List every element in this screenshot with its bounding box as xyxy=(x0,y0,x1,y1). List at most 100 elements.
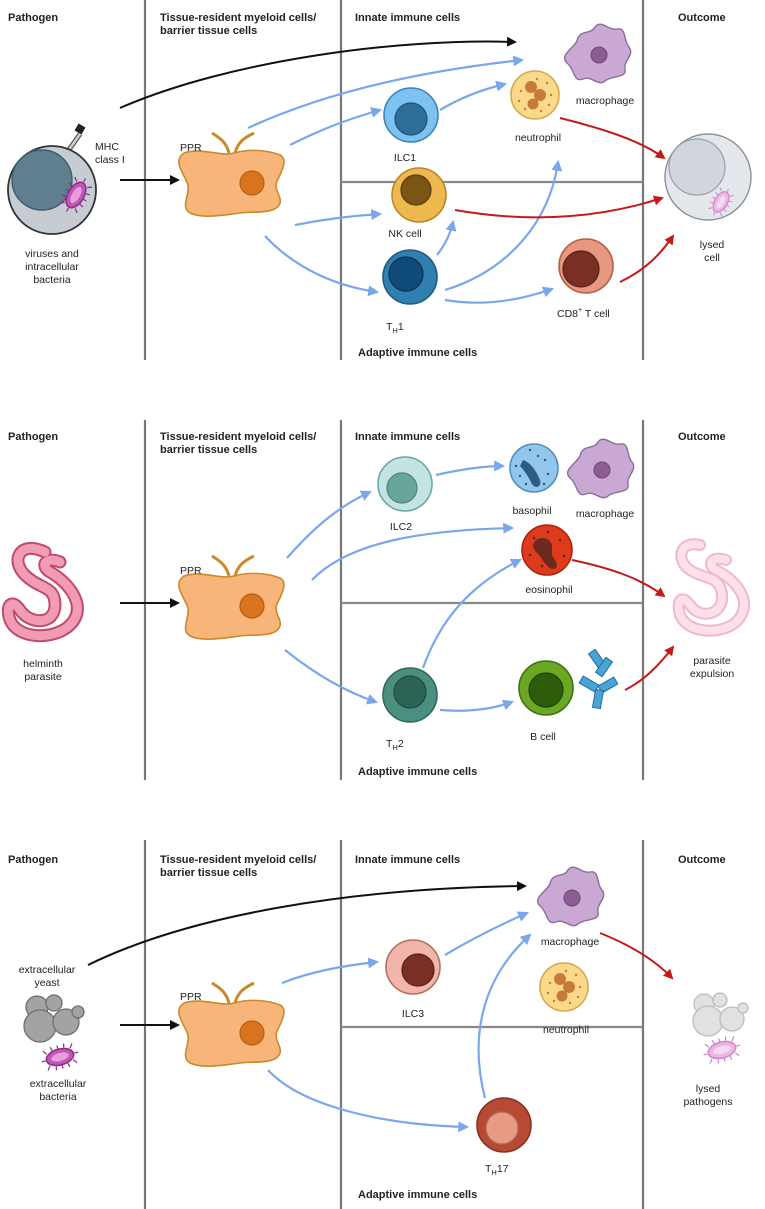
arrow-ilc1-to-neutrophil xyxy=(439,80,508,111)
bacteria-icon xyxy=(37,1039,83,1075)
lysed-cell xyxy=(664,133,752,221)
arrow-tissue-to-macrophage xyxy=(247,55,525,129)
arrow-tissue-to-ilc3 xyxy=(281,957,380,985)
arrow-tissue-to-ilc1 xyxy=(289,107,383,146)
macrophage-cell xyxy=(566,438,635,499)
bacteria-label-line1: extracellular xyxy=(30,1078,87,1090)
header-adaptive: Adaptive immune cells xyxy=(358,347,477,359)
macrophage-cell xyxy=(563,23,632,84)
outcome-label-line1: lysed xyxy=(700,239,725,251)
arrow-pathogen-to-macrophage xyxy=(119,36,517,109)
neutrophil-label: neutrophil xyxy=(515,132,561,144)
th2-label: TH2 xyxy=(386,738,404,752)
arrow-macrophage-to-lysed xyxy=(599,932,674,980)
panel-extracellular: Pathogen Tissue-resident myeloid cells/ … xyxy=(8,840,749,1209)
arrow-antibodies-to-expulsion xyxy=(624,645,675,691)
ppr-label: PPR xyxy=(180,142,202,154)
th17-label: TH17 xyxy=(485,1163,509,1177)
pathogen-label-line3: bacteria xyxy=(33,274,71,286)
ilc1-cell xyxy=(383,87,439,143)
th2-cell xyxy=(382,667,438,723)
header-pathogen: Pathogen xyxy=(8,854,58,866)
yeast-icon xyxy=(23,994,85,1043)
header-innate: Innate immune cells xyxy=(355,431,460,443)
arrow-tissue-to-nk xyxy=(294,209,383,227)
arrow-eosinophil-to-expulsion xyxy=(571,559,666,598)
header-innate: Innate immune cells xyxy=(355,854,460,866)
arrow-th17-to-macrophage xyxy=(477,933,532,1099)
eosinophil-label: eosinophil xyxy=(525,584,572,596)
basophil-cell xyxy=(509,443,559,493)
arrow-neutrophil-to-lysed xyxy=(559,117,666,160)
macrophage-label: macrophage xyxy=(576,95,635,107)
header-pathogen: Pathogen xyxy=(8,12,58,24)
arrow-ilc3-to-macrophage xyxy=(444,911,530,956)
outcome-label-line2: cell xyxy=(704,252,720,264)
cd8-label: CD8+ T cell xyxy=(557,307,610,320)
header-tissue-line1: Tissue-resident myeloid cells/ xyxy=(160,854,316,866)
nk-cell xyxy=(391,167,447,223)
th1-cell xyxy=(382,249,438,305)
nk-label: NK cell xyxy=(388,228,421,240)
arrow-tissue-to-th1 xyxy=(264,235,380,297)
arrow-tissue-to-ilc2 xyxy=(286,490,373,559)
th1-label: TH1 xyxy=(386,321,404,335)
th17-cell xyxy=(476,1097,532,1153)
mhc-label-line1: MHC xyxy=(95,141,119,153)
macrophage-label: macrophage xyxy=(541,936,600,948)
header-tissue-line1: Tissue-resident myeloid cells/ xyxy=(160,431,316,443)
header-outcome: Outcome xyxy=(678,12,726,24)
infected-cell xyxy=(7,123,97,235)
expelled-parasite xyxy=(672,538,751,637)
arrow-ilc2-to-basophil xyxy=(435,460,506,477)
arrow-pathogen-to-macrophage xyxy=(87,881,527,966)
ilc1-label: ILC1 xyxy=(394,152,416,164)
header-tissue-line2: barrier tissue cells xyxy=(160,867,257,879)
arrow-th2-to-eosinophil xyxy=(421,559,522,669)
ilc2-label: ILC2 xyxy=(390,521,412,533)
neutrophil-cell xyxy=(509,69,561,121)
eosinophil-cell xyxy=(521,524,573,576)
arrow-th1-to-neutrophil xyxy=(444,159,563,292)
arrow-tissue-to-eosinophil xyxy=(311,522,515,581)
outcome-label-line2: expulsion xyxy=(690,668,735,680)
header-adaptive: Adaptive immune cells xyxy=(358,1189,477,1201)
panel-helminth: Pathogen Tissue-resident myeloid cells/ … xyxy=(1,420,751,780)
arrow-tissue-to-th2 xyxy=(284,649,379,705)
antibodies-icon xyxy=(578,648,619,710)
macrophage-label: macrophage xyxy=(576,508,635,520)
header-tissue-line2: barrier tissue cells xyxy=(160,444,257,456)
arrow-cd8-to-lysed xyxy=(619,234,675,283)
ilc3-label: ILC3 xyxy=(402,1008,424,1020)
ilc3-cell xyxy=(385,939,441,995)
ppr-label: PPR xyxy=(180,565,202,577)
mhc-label-line2: class I xyxy=(95,154,125,166)
cd8-t-cell xyxy=(558,238,614,294)
basophil-label: basophil xyxy=(512,505,551,517)
header-adaptive: Adaptive immune cells xyxy=(358,766,477,778)
arrow-nk-to-lysed xyxy=(454,195,664,219)
arrow-th1-to-cd8 xyxy=(444,286,555,304)
ppr-label: PPR xyxy=(180,991,202,1003)
outcome-label-line1: lysed xyxy=(696,1083,721,1095)
bacteria-label-line2: bacteria xyxy=(39,1091,77,1103)
header-outcome: Outcome xyxy=(678,854,726,866)
yeast-label-line2: yeast xyxy=(34,977,59,989)
panel-intracellular: Pathogen Tissue-resident myeloid cells/ … xyxy=(7,0,752,360)
pathogen-label-line1: helminth xyxy=(23,658,63,670)
pathogen-label-line2: parasite xyxy=(24,671,62,683)
header-pathogen: Pathogen xyxy=(8,431,58,443)
header-tissue-line2: barrier tissue cells xyxy=(160,25,257,37)
helminth-worm xyxy=(1,541,84,643)
arrow-th1-to-nk xyxy=(436,219,457,256)
yeast-label-line1: extracellular xyxy=(19,964,76,976)
header-innate: Innate immune cells xyxy=(355,12,460,24)
lysed-pathogens xyxy=(692,992,749,1068)
outcome-label-line1: parasite xyxy=(693,655,731,667)
ilc2-cell xyxy=(377,456,433,512)
arrow-tissue-to-th17 xyxy=(267,1069,470,1133)
header-tissue-line1: Tissue-resident myeloid cells/ xyxy=(160,12,316,24)
arrow-th2-to-bcell xyxy=(439,699,515,712)
pathogen-label-line1: viruses and xyxy=(25,248,79,260)
